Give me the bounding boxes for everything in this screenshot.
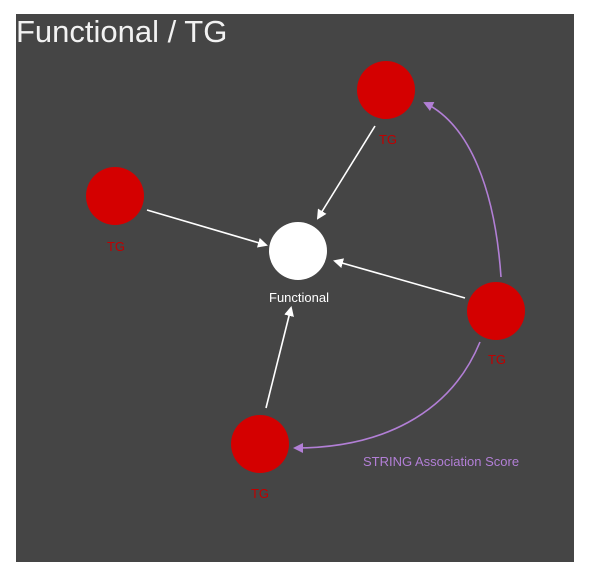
diagram-title: Functional / TG — [16, 14, 228, 49]
association-edge-tg-right-to-tg-top — [423, 102, 502, 278]
edge-tg-right-to-functional — [333, 258, 466, 299]
tg-label-right: TG — [488, 352, 506, 367]
tg-node-left — [86, 167, 144, 225]
tg-label-top: TG — [379, 132, 397, 147]
association-edge-tg-right-to-tg-bottom — [293, 341, 481, 453]
tg-node-right — [467, 282, 525, 340]
functional-node — [269, 222, 327, 280]
edge-tg-bottom-to-functional — [265, 306, 294, 409]
tg-node-top — [357, 61, 415, 119]
functional-label: Functional — [269, 290, 329, 305]
tg-label-bottom: TG — [251, 486, 269, 501]
edge-tg-left-to-functional — [146, 209, 268, 248]
edge-tg-top-to-functional — [316, 125, 376, 220]
tg-node-bottom — [231, 415, 289, 473]
association-score-label: STRING Association Score — [363, 454, 519, 469]
tg-label-left: TG — [107, 239, 125, 254]
